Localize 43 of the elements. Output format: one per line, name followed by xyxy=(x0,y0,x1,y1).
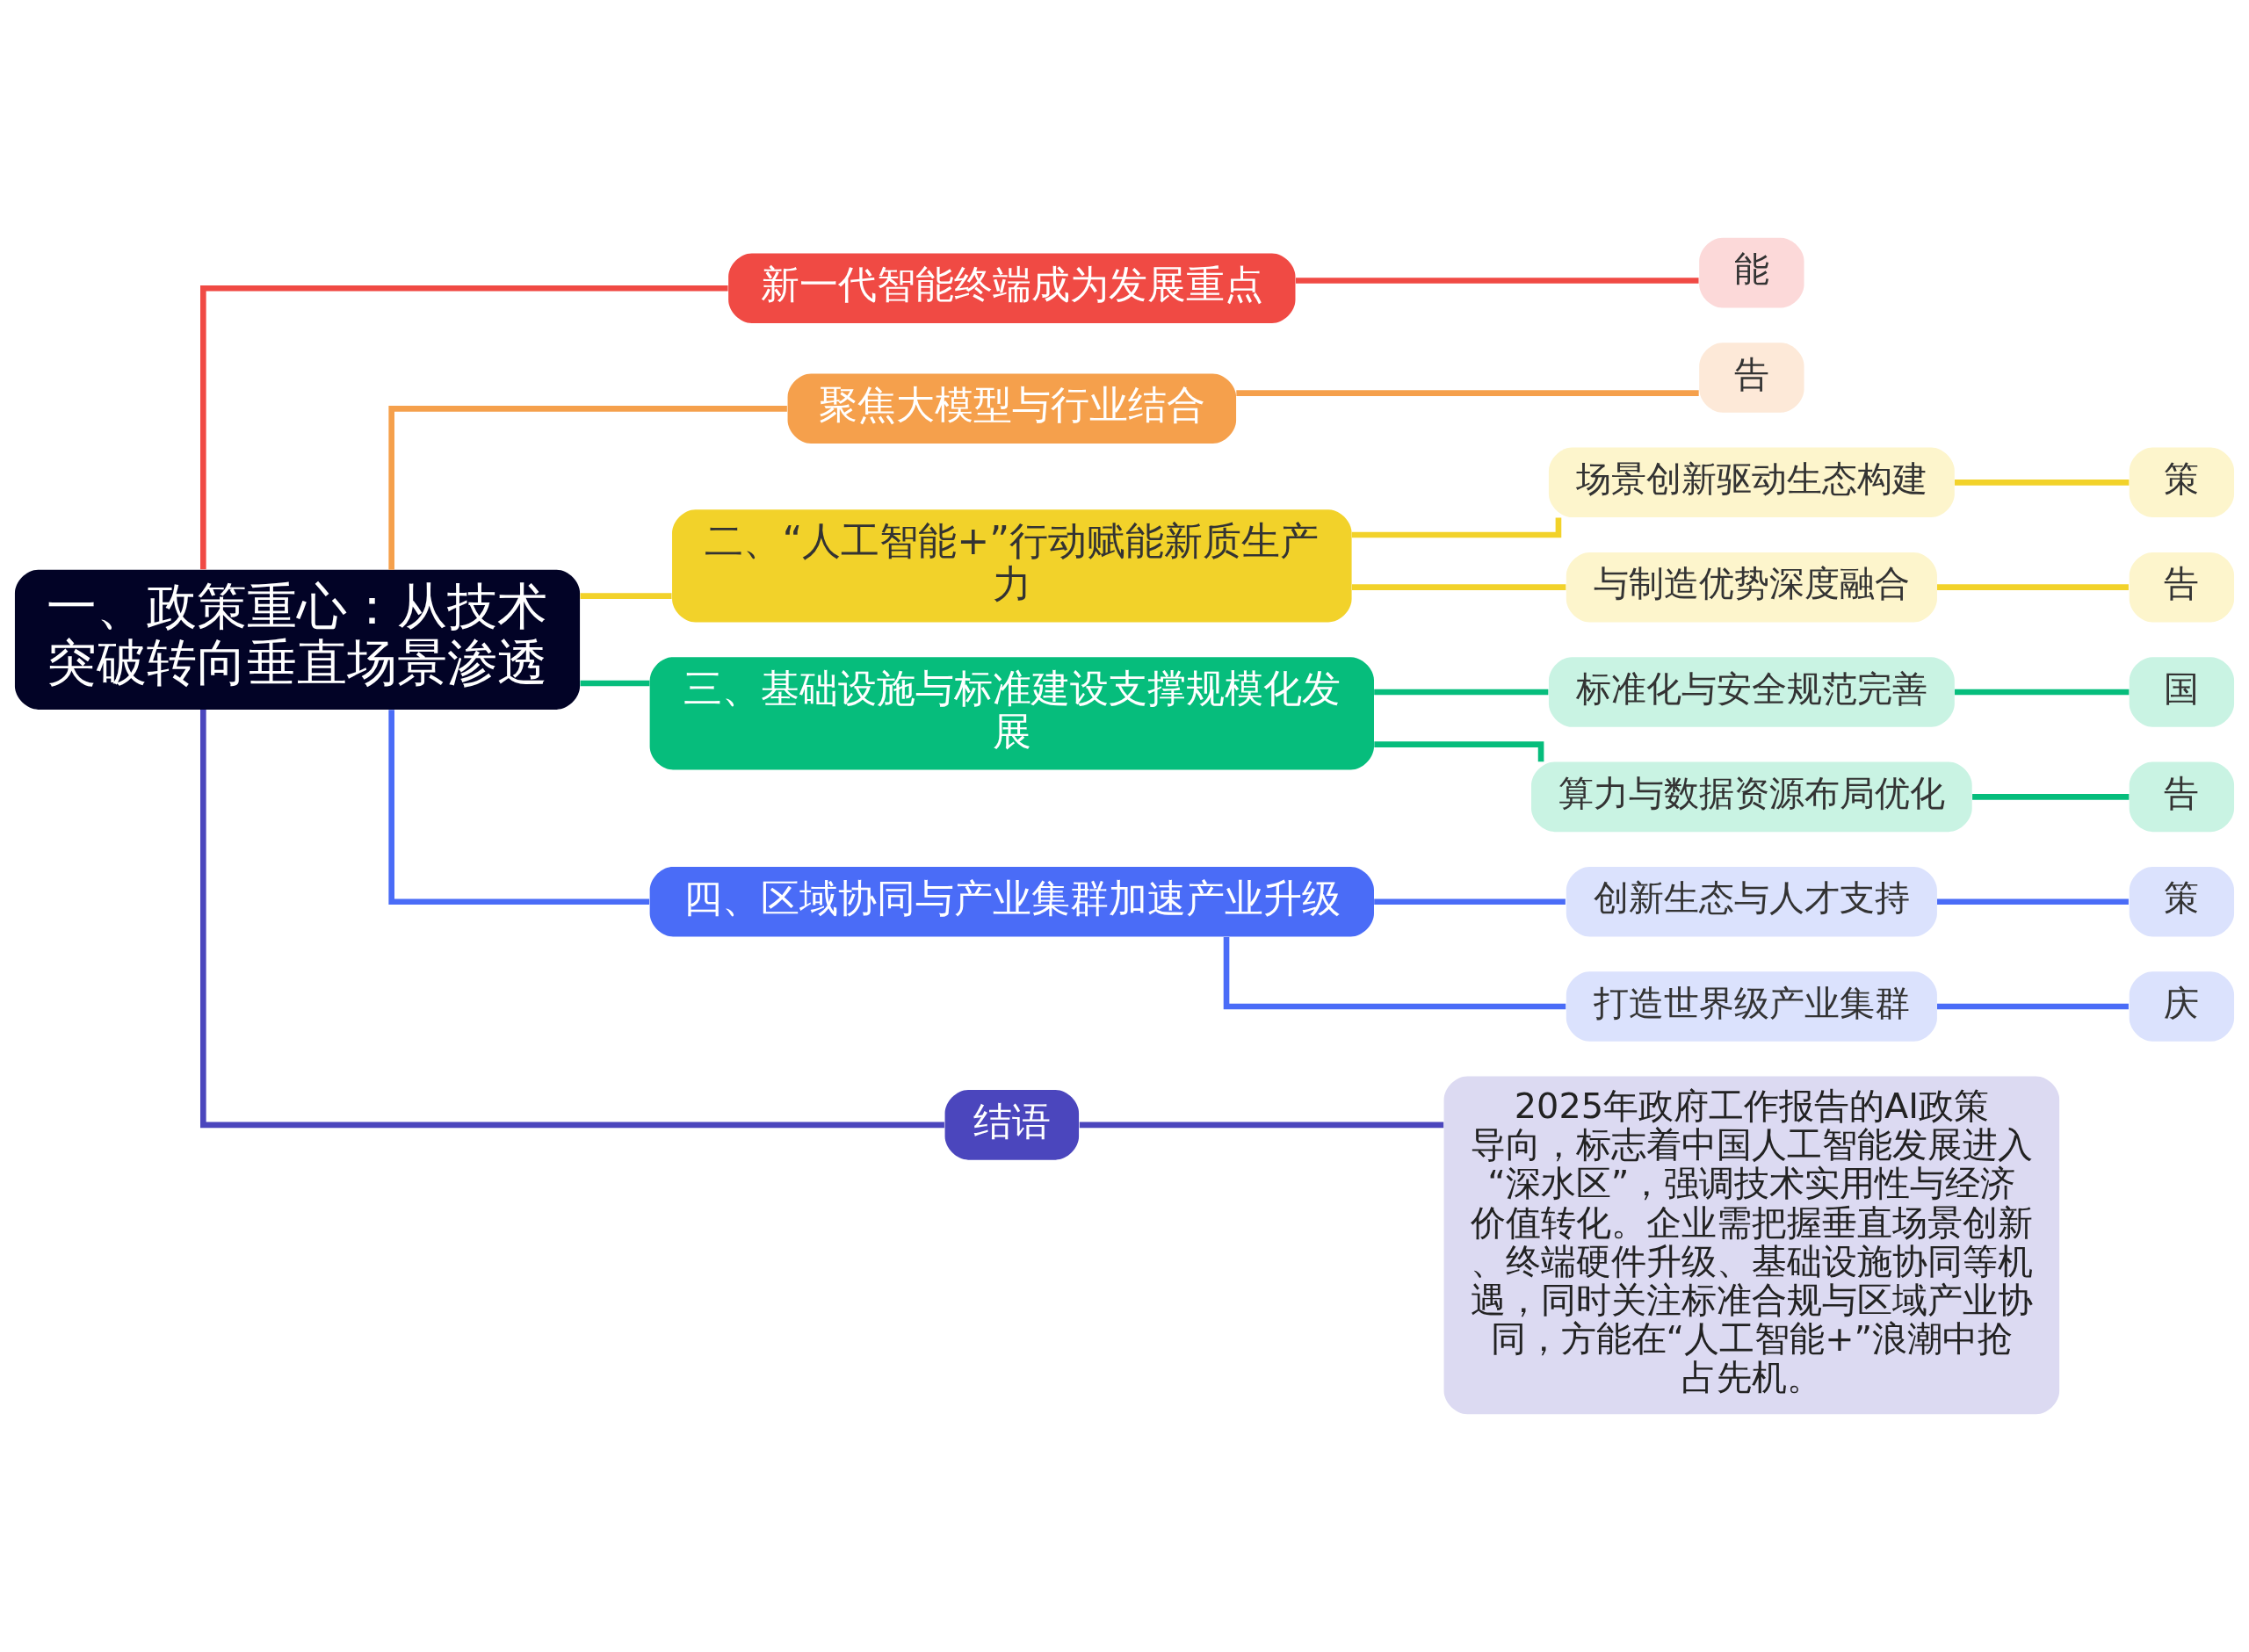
connector xyxy=(1955,689,2130,696)
node-box: 新一代智能终端成为发展重点 xyxy=(728,253,1296,324)
connector xyxy=(1351,584,1566,590)
connector xyxy=(1937,584,2129,590)
node-box: 策 xyxy=(2129,447,2235,518)
node-box: 告 xyxy=(2129,761,2235,833)
node-box: 2025年政府工作报告的AI政策导向，标志着中国人工智能发展进入“深水区”，强调技术实用性与经济价值转化。企业需把握垂直场景创新、终端硬件升级、基础设施协同等机遇，同时关注标准合规与区域产业协同，方能在“人工智能+”浪潮中抢占先机。 xyxy=(1443,1076,2060,1415)
node-box: 标准化与安全规范完善 xyxy=(1548,657,1955,727)
node-box: 四、区域协同与产业集群加速产业升级 xyxy=(649,866,1374,937)
node-box: 二、“人工智能+”行动赋能新质生产力 xyxy=(672,509,1352,623)
connector xyxy=(1937,898,2129,905)
node-box: 庆 xyxy=(2129,971,2235,1042)
connector xyxy=(1955,480,2130,486)
node-box: 结语 xyxy=(944,1090,1080,1160)
connector xyxy=(1295,278,1699,284)
connector xyxy=(1223,937,1566,1010)
node-box: 与制造优势深度融合 xyxy=(1566,552,1937,623)
node-box: 策 xyxy=(2129,866,2235,937)
connector xyxy=(1374,689,1549,696)
connector xyxy=(1972,794,2130,800)
connector xyxy=(200,285,728,570)
node-box: 场景创新驱动生态构建 xyxy=(1548,447,1955,518)
connector xyxy=(1236,390,1699,396)
node-box: 三、基础设施与标准建设支撑规模化发展 xyxy=(649,657,1374,770)
connector xyxy=(1079,1122,1444,1129)
connector xyxy=(1351,517,1562,538)
node-box: 告 xyxy=(2129,552,2235,623)
connector xyxy=(1937,1003,2129,1010)
node-box: 能 xyxy=(1699,237,1804,308)
node-box: 算力与数据资源布局优化 xyxy=(1531,761,1972,833)
connector xyxy=(388,406,787,570)
connector xyxy=(200,710,944,1129)
node-box: 国 xyxy=(2129,657,2235,727)
connector xyxy=(1374,741,1544,762)
connector xyxy=(388,710,649,905)
connector xyxy=(580,680,650,687)
node-box: 创新生态与人才支持 xyxy=(1566,866,1937,937)
connector xyxy=(580,593,672,599)
connector xyxy=(1374,898,1566,905)
node-box: 告 xyxy=(1699,343,1804,413)
node-box: 一、政策重心：从技术突破转向垂直场景渗透 xyxy=(14,569,581,710)
node-box: 打造世界级产业集群 xyxy=(1566,971,1937,1042)
node-box: 聚焦大模型与行业结合 xyxy=(787,373,1237,444)
